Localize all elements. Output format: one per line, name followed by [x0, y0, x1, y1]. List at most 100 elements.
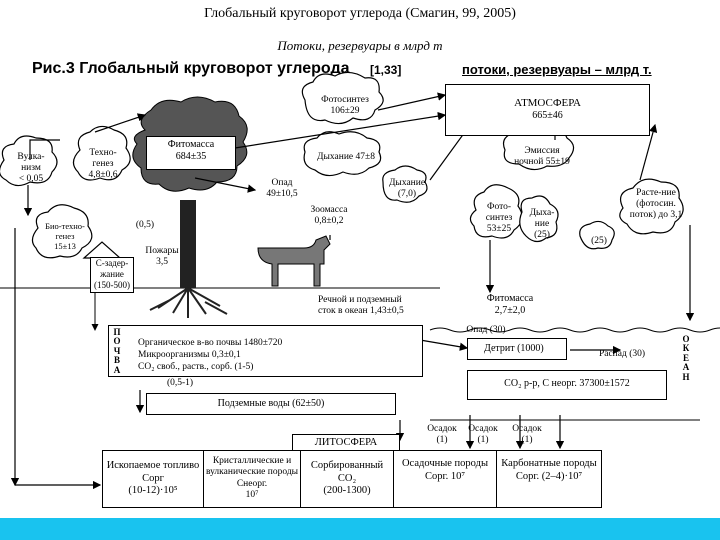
litho-line: Сорг. (2–4)·10⁷: [515, 470, 583, 482]
sediment-value: (1): [436, 434, 448, 445]
zoomass-box: Зоомасса 0,8±0,2: [298, 205, 360, 235]
litho-line: CO₂: [337, 472, 357, 484]
arrow-phyto-atm: [234, 111, 447, 149]
litho-line: Сорг. 10⁷: [424, 470, 466, 482]
label-biotech: Био-техно-генез 15±13: [40, 221, 90, 251]
ocean-respiration-name: Дыха-ние: [529, 208, 555, 229]
respiration2-value: (7,0): [397, 188, 417, 199]
plants-name: Расте-ние: [636, 188, 676, 198]
biotech-name: Био-техно-генез: [45, 221, 85, 241]
atmosphere-box: АТМОСФЕРА 665±46: [445, 84, 650, 136]
litho-divider: [300, 450, 301, 508]
sediment-2: Осадок (1): [466, 424, 500, 446]
photosynthesis-name: Фотосинтез: [321, 95, 369, 105]
ocean-photosynthesis-value: 53±25: [486, 223, 512, 234]
ocean-co2-label: CO₂ р-р, С неорг. 37300±1572: [504, 378, 630, 389]
litho-line: (10-12)·10⁵: [128, 485, 178, 497]
litho-line: Сорбированный: [310, 460, 384, 471]
soil-co2: CO₂ своб., раств., сорб. (1-5): [138, 361, 254, 372]
label-emission: Эмиссия ночной 55±19: [507, 146, 577, 168]
cloud-respiration2: [382, 165, 428, 203]
detritus-box: Детрит (1000): [467, 338, 567, 360]
atmosphere-value: 665±46: [532, 110, 563, 122]
ocean-phytomass-value: 2,7±2,0: [494, 305, 526, 316]
soil-box: [108, 325, 423, 377]
cloud-technogenic: [72, 125, 131, 181]
cloud-ocean-small: [579, 220, 615, 250]
soil-letter: В: [113, 355, 120, 366]
photosynthesis-value: 106±29: [330, 105, 360, 116]
litho-cell-sedimentary: Осадочные породы Сорг. 10⁷: [395, 458, 495, 483]
arrow-photosynthesis-atm: [377, 92, 447, 111]
ocean-surface: [429, 327, 720, 333]
label-river: Речной и подземный сток в океан 1,43±0,5: [318, 295, 404, 316]
respiration2-name: Дыхание: [388, 178, 426, 188]
sediment-name: Осадок: [427, 424, 457, 434]
sediment-value: (1): [521, 434, 533, 445]
fires-value: 3,5: [156, 256, 168, 267]
cow-illustration: [257, 235, 331, 287]
ocean-vertical-label: О К Е А Н: [680, 334, 692, 382]
cloud-respiration: [303, 131, 382, 177]
label-to-groundwater: (0,5-1): [166, 378, 194, 388]
litho-line: Осадочные породы: [401, 458, 489, 469]
label-fires-flow: (0,5): [135, 220, 155, 230]
respiration-name: Дыхание 47±8: [317, 152, 375, 162]
label-fires: Пожары 3,5: [140, 246, 184, 268]
lithosphere-name: ЛИТОСФЕРА: [314, 437, 378, 448]
litho-divider: [393, 450, 394, 508]
litho-line: 10⁷: [245, 490, 259, 501]
zoomass-label: Зоомасса 0,8±0,2: [310, 205, 348, 227]
ocean-letter: Е: [682, 352, 689, 363]
sediment-name: Осадок: [512, 424, 542, 434]
sediment-value: (1): [477, 434, 489, 445]
cloud-volcanoes: [0, 135, 58, 187]
decay-label: Распад (30): [598, 349, 646, 359]
sediment-3: Осадок (1): [510, 424, 544, 446]
litho-line: Кристаллические и вулканические породы С…: [205, 456, 299, 489]
emission-value: ночной 55±19: [514, 156, 570, 167]
label-ocean-small: (25): [584, 236, 614, 247]
litho-line: Карбонатные породы: [501, 458, 597, 469]
soil-organic: Органическое в-во почвы 1480±720: [138, 338, 283, 348]
label-litter: Опад 49±10,5: [266, 178, 298, 199]
cloud-ocean-respiration: [519, 195, 559, 243]
tree-illustration: [132, 96, 248, 318]
ocean-letter: Н: [682, 371, 690, 382]
c-reservoir-label: С-задер-жание (150-500): [94, 258, 130, 290]
label-ocean-photosynthesis: Фото-синтез 53±25: [478, 202, 520, 235]
soil-vertical-label: П О Ч В А: [112, 327, 122, 375]
litho-cell-crystalline: Кристаллические и вулканические породы С…: [205, 456, 299, 502]
label-ocean-respiration: Дыха-ние (25): [524, 208, 560, 241]
volcanoes-name: Вулка-низм: [17, 152, 45, 173]
page-subtitle: Потоки, резервуары в млрд т: [277, 38, 443, 53]
ocean-respiration-value: (25): [534, 229, 550, 240]
ocean-letter: К: [682, 343, 690, 354]
figure-ref: [1,33]: [370, 63, 402, 77]
label-litter-ocean: Опад (30): [466, 325, 506, 335]
ocean-co2-box: CO₂ р-р, С неорг. 37300±1572: [467, 370, 667, 400]
ocean-small-value: (25): [591, 236, 607, 246]
bottom-bar: [0, 518, 720, 540]
ocean-phytomass-box: Фитомасса 2,7±2,0: [470, 293, 550, 323]
cloud-plants: [619, 178, 684, 235]
phytomass-land-value: 684±35: [175, 151, 207, 162]
phytomass-land-name: Фитомасса: [167, 139, 215, 150]
ocean-phytomass-name: Фитомасса: [486, 293, 534, 304]
ocean-letter: А: [682, 362, 690, 373]
technogenic-value: 4,8±0,6: [88, 169, 118, 180]
soil-microorganisms: Микроорганизмы 0,3±0,1: [138, 349, 241, 360]
groundwater-box: Подземные воды (62±50): [146, 393, 396, 415]
label-technogenic: Техно-генез 4,8±0,6: [80, 148, 126, 181]
groundwater-label: Подземные воды (62±50): [217, 398, 325, 409]
litho-cell-sorbed: Сорбированный CO₂ (200-1300): [302, 460, 392, 498]
emission-name: Эмиссия: [524, 146, 560, 156]
plants-value: (фотосин. поток) до 3,1: [629, 198, 683, 220]
sediment-name: Осадок: [468, 424, 498, 434]
volcanoes-value: < 0,05: [18, 173, 44, 184]
page-title: Глобальный круговорот углерода (Смагин, …: [204, 6, 516, 21]
soil-letter: П: [113, 327, 121, 337]
litho-divider: [203, 450, 204, 508]
soil-letter: А: [113, 364, 121, 375]
cloud-photosynthesis: [301, 71, 384, 125]
